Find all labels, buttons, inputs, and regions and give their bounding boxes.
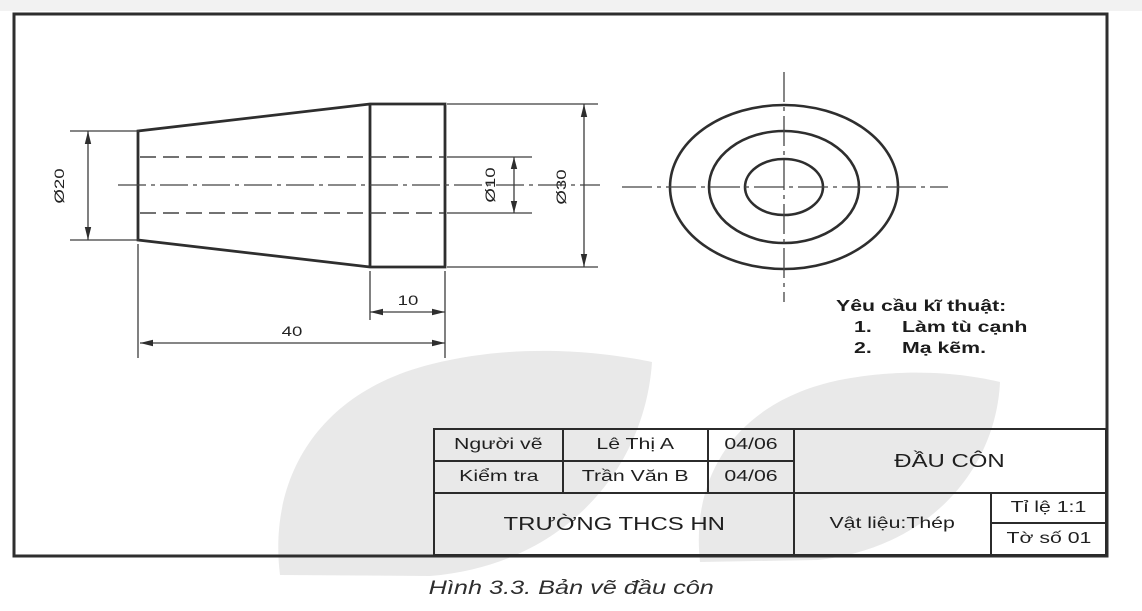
checker-name-cell: Trần Văn B: [564, 462, 709, 494]
sheet-number-cell: Tờ số 01: [992, 524, 1105, 554]
school-name: TRƯỜNG THCS HN: [503, 513, 725, 534]
dim-label-dia10: Ø10: [483, 167, 498, 202]
school-cell: TRƯỜNG THCS HN: [435, 494, 795, 554]
arrow-left: [370, 308, 383, 316]
arrow-down: [510, 201, 518, 213]
technical-requirements: Yêu cầu kĩ thuật: 1. Làm tù cạnh 2. Mạ kẽm…: [836, 296, 1126, 359]
dim-label-len10: 10: [398, 293, 419, 308]
dim-dia20: Ø20: [52, 130, 139, 241]
figure-caption: Hình 3.3. Bản vẽ đầu côn: [0, 578, 1142, 600]
dimensions: Ø20 Ø10 Ø30 10 40: [52, 103, 598, 358]
drawing-frame: [12, 12, 1109, 558]
arrow-up: [84, 131, 92, 144]
front-view: [622, 72, 948, 302]
side-view: [118, 102, 600, 269]
part-name: ĐẦU CÔN: [894, 450, 1006, 471]
dim-dia30: Ø30: [447, 103, 598, 268]
dim-label-len40: 40: [282, 324, 303, 339]
technical-requirement-item: 2. Mạ kẽm.: [836, 338, 1126, 359]
figure-caption-text: Hình 3.3. Bản vẽ đầu côn: [428, 578, 714, 599]
dim-label-dia20: Ø20: [52, 168, 67, 203]
drawer-label-cell: Người vẽ: [435, 430, 564, 462]
item-number: 1.: [854, 319, 872, 336]
checker-label-cell: Kiểm tra: [435, 462, 564, 494]
top-strip: [0, 0, 1142, 11]
dim-len40: 40: [137, 244, 445, 358]
arrow-down: [580, 254, 588, 267]
dim-dia10: Ø10: [447, 156, 532, 214]
arrow-down: [84, 227, 92, 240]
drawer-label: Người vẽ: [454, 436, 543, 453]
dim-label-dia30: Ø30: [554, 169, 569, 204]
arrow-right: [432, 339, 445, 347]
drawer-date-cell: 04/06: [709, 430, 795, 462]
scale-cell: Tỉ lệ 1:1: [992, 494, 1105, 524]
checker-date: 04/06: [724, 468, 778, 485]
watermark-logo: [278, 350, 1000, 576]
item-text: Làm tù cạnh: [902, 319, 1028, 336]
technical-requirements-title: Yêu cầu kĩ thuật:: [836, 296, 1126, 317]
hidden-hole-lines: [140, 156, 444, 214]
item-text: Mạ kẽm.: [902, 340, 986, 357]
arrow-right: [432, 308, 445, 316]
arrow-up: [510, 157, 518, 169]
scale-value: Tỉ lệ 1:1: [1010, 499, 1087, 516]
part-name-cell: ĐẦU CÔN: [795, 430, 1105, 494]
drawer-name-cell: Lê Thị A: [564, 430, 709, 462]
checker-name: Trần Văn B: [582, 468, 689, 485]
arrow-left: [140, 339, 153, 347]
item-number: 2.: [854, 340, 872, 357]
title-block: Người vẽ Lê Thị A 04/06 ĐẦU CÔN Kiểm tra…: [433, 428, 1107, 556]
material-cell: Vật liệu:Thép: [795, 494, 992, 554]
technical-requirement-item: 1. Làm tù cạnh: [836, 317, 1126, 338]
arrow-up: [580, 104, 588, 117]
technical-requirements-title-text: Yêu cầu kĩ thuật:: [836, 298, 1007, 315]
drawer-name: Lê Thị A: [596, 436, 675, 453]
material: Vật liệu:Thép: [829, 515, 956, 532]
drawer-date: 04/06: [724, 436, 778, 453]
checker-label: Kiểm tra: [458, 468, 539, 485]
sheet-number: Tờ số 01: [1006, 530, 1091, 547]
checker-date-cell: 04/06: [709, 462, 795, 494]
dim-len10: 10: [369, 271, 446, 358]
